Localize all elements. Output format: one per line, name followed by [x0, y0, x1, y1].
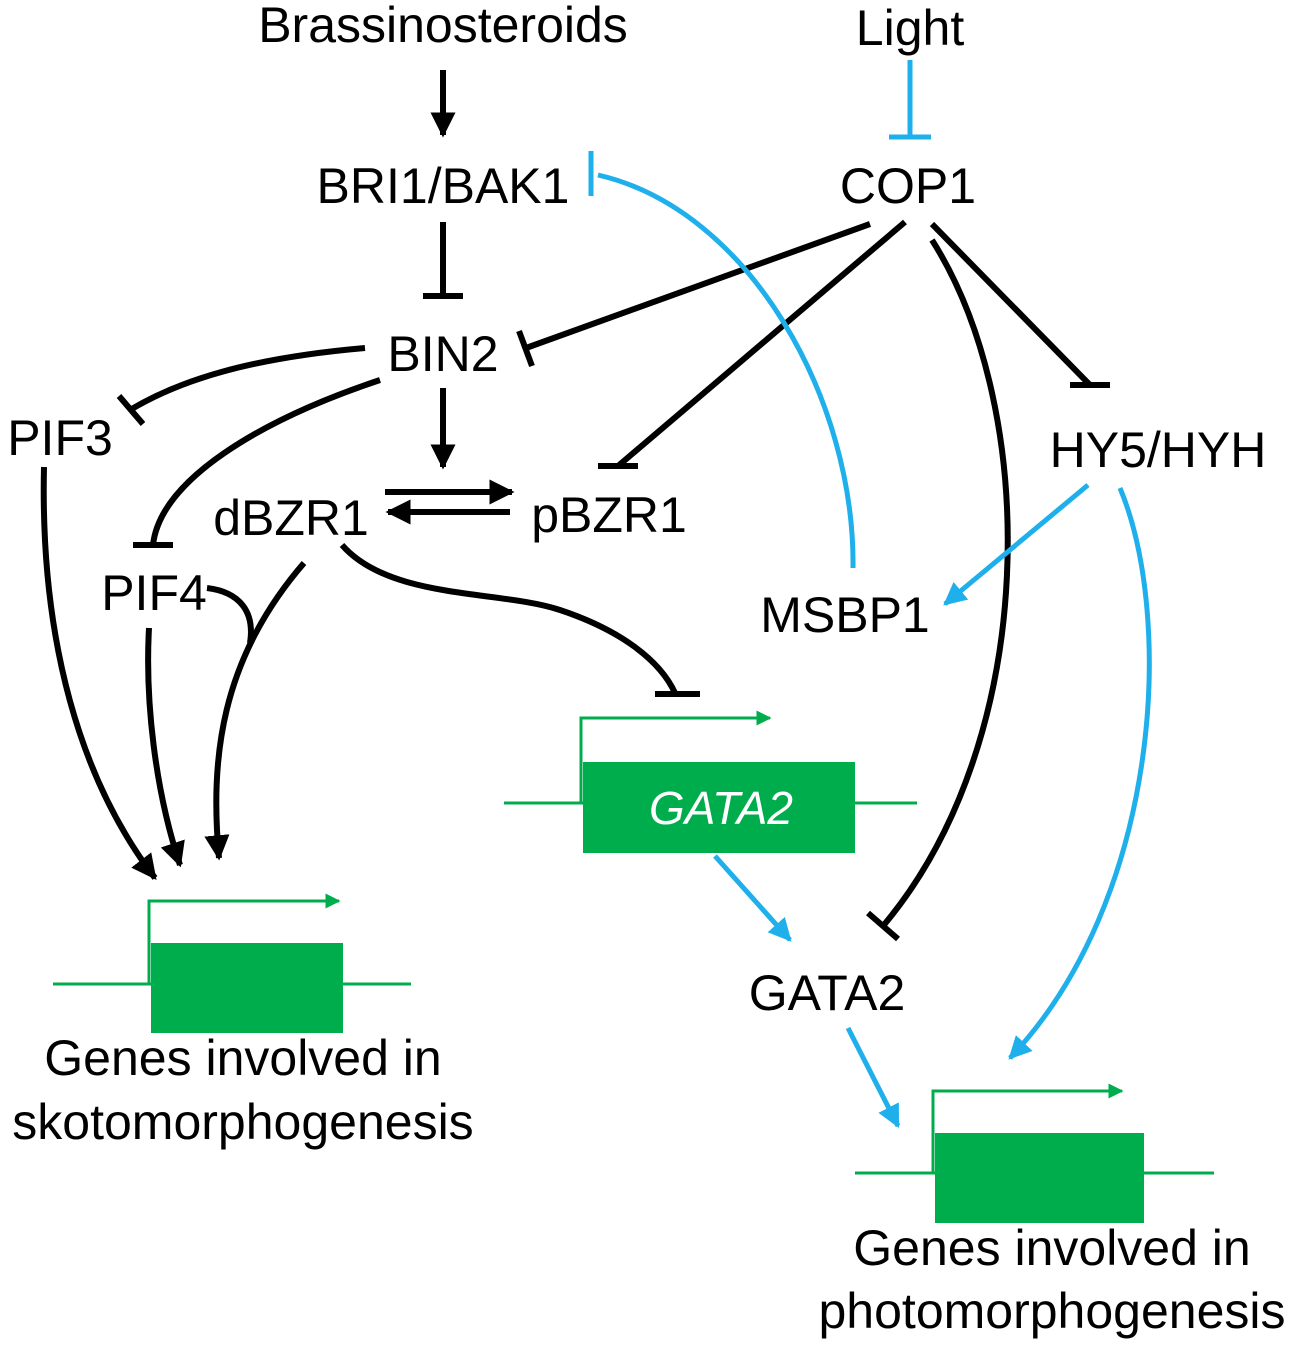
edge-msbp1-to-bri1	[597, 172, 856, 569]
edge-pif4-dbzr1-to-skoto-genes	[204, 561, 307, 861]
pif3-label: PIF3	[7, 410, 113, 466]
edge-bin2-to-pif3-bar	[116, 394, 146, 426]
photo-genes-label-line2: photomorphogenesis	[819, 1283, 1286, 1339]
edge-hy5-to-msbp1	[943, 483, 1090, 606]
edge-bin2-to-pif4	[150, 377, 381, 546]
skoto-gene-construct	[53, 893, 411, 1033]
dbzr1-label: dBZR1	[213, 490, 369, 546]
edge-gata2-to-photo-genes	[845, 1026, 901, 1129]
light-label: Light	[856, 0, 965, 56]
photo-gene-box	[935, 1133, 1144, 1223]
cop1-label: COP1	[840, 158, 976, 214]
gata2-gene-box	[583, 762, 855, 853]
bin2-label: BIN2	[387, 326, 498, 382]
photo-gene-construct	[855, 1083, 1214, 1223]
edge-bin2-to-pif3	[128, 345, 366, 413]
edge-gata2-gene-to-gata2	[713, 854, 792, 942]
edge-cop1-to-hy5	[929, 221, 1093, 388]
edge-cop1-to-bin2	[524, 221, 872, 351]
edge-dbzr1-to-gata2-gene	[339, 543, 678, 695]
hy5-hyh-label: HY5/HYH	[1050, 422, 1267, 478]
gata2-gene-promoter-arrow	[579, 710, 772, 803]
brassinosteroids-label: Brassinosteroids	[258, 0, 628, 53]
gata2-gene-label: GATA2	[649, 782, 793, 834]
edge-pif3-to-skoto-genes	[40, 466, 158, 881]
pbzr1-label: pBZR1	[531, 487, 687, 543]
edge-cop1-to-pbzr1	[616, 219, 907, 469]
edge-cop1-to-gata2	[880, 238, 1011, 928]
edge-cop1-to-bin2-bar	[516, 329, 535, 368]
edge-cop1-to-gata2-bar	[866, 910, 900, 942]
skoto-gene-box	[151, 943, 343, 1033]
gata2-gene-construct: GATA2	[504, 710, 917, 853]
bri1-bak1-label: BRI1/BAK1	[317, 158, 570, 214]
photo-gene-promoter-arrow	[931, 1083, 1124, 1173]
skoto-genes-label-line1: Genes involved in	[44, 1030, 441, 1086]
pif4-label: PIF4	[101, 565, 207, 621]
skoto-gene-promoter-arrow	[147, 893, 341, 984]
gata2-protein-label: GATA2	[749, 965, 906, 1021]
msbp1-label: MSBP1	[760, 587, 930, 643]
edge-pif4-complex-arm	[206, 585, 254, 644]
skoto-genes-label-line2: skotomorphogenesis	[12, 1094, 473, 1150]
photo-genes-label-line1: Genes involved in	[853, 1220, 1250, 1276]
edge-pif4-to-skoto-genes	[145, 627, 185, 868]
edge-hy5-to-photo-genes	[1008, 487, 1152, 1060]
